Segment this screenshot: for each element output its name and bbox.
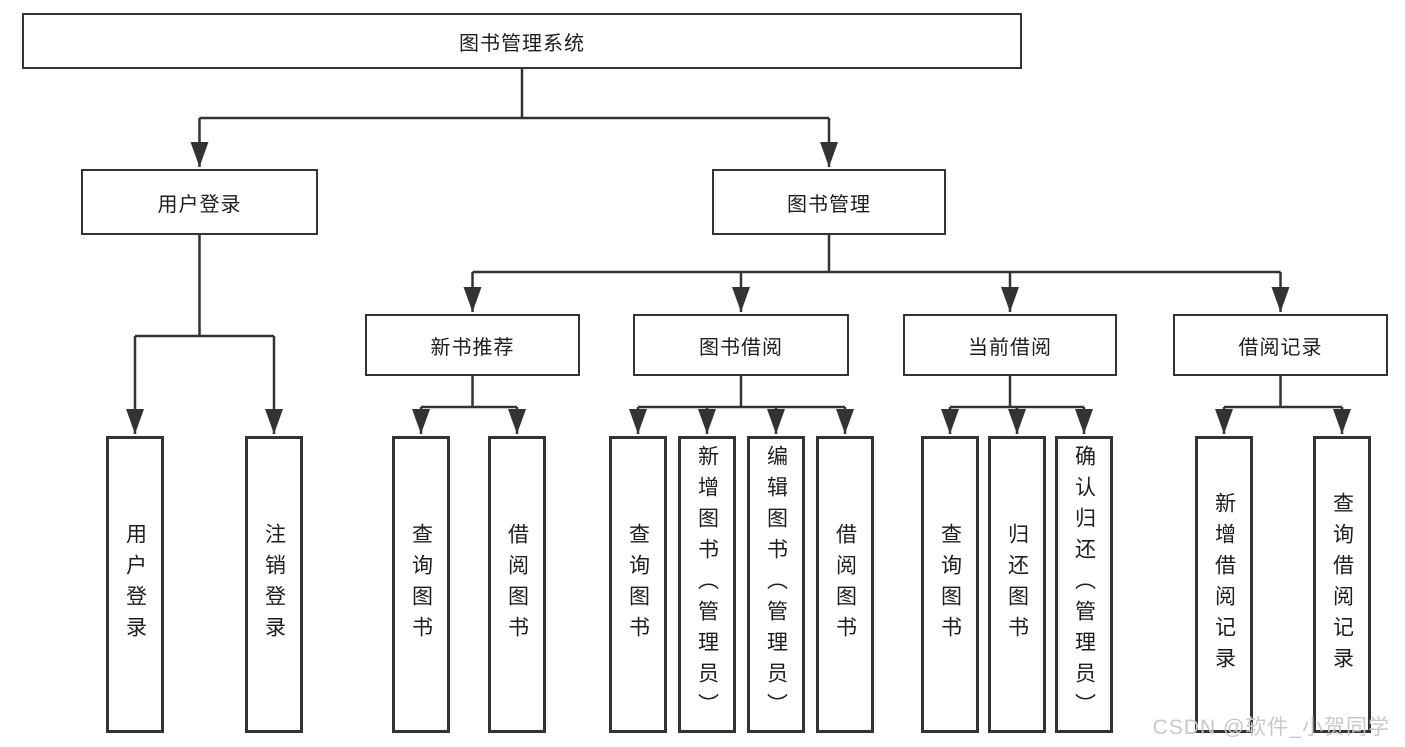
edges-root-to-level2 — [190, 69, 838, 167]
node-leaf-query-borrow-record: 查询借阅记录 — [1313, 436, 1371, 733]
node-leaf-add-borrow-record: 新增借阅记录 — [1195, 436, 1253, 733]
node-current-borrowing: 当前借阅 — [903, 314, 1117, 376]
node-leaf-query-books-label: 查询图书 — [409, 522, 433, 647]
node-leaf-query-books-under-borrowing: 查询图书 — [609, 436, 667, 733]
node-leaf-user-login: 用户登录 — [106, 436, 164, 733]
edges-user-login-children — [125, 235, 283, 434]
node-user-login: 用户登录 — [81, 169, 318, 235]
node-leaf-borrow-books-under-new-book: 借阅图书 — [488, 436, 546, 733]
node-leaf-add-borrow-record-label: 新增借阅记录 — [1212, 491, 1236, 678]
node-borrowing-records-label: 借阅记录 — [1238, 336, 1323, 359]
node-book-borrowing-label: 图书借阅 — [699, 336, 783, 359]
edges-book-borrowing-children — [628, 376, 854, 434]
node-new-book-recommend: 新书推荐 — [365, 314, 580, 376]
node-leaf-query-books-under-new-book: 查询图书 — [392, 436, 450, 733]
node-book-borrowing: 图书借阅 — [633, 314, 849, 376]
node-leaf-borrow-books-label: 借阅图书 — [505, 522, 529, 647]
node-book-management: 图书管理 — [712, 169, 946, 235]
node-leaf-edit-books-admin-label: 编辑图书（管理员） — [764, 445, 788, 724]
node-leaf-add-books-admin: 新增图书（管理员） — [678, 436, 736, 733]
node-leaf-borrow-books-label: 借阅图书 — [833, 522, 857, 647]
node-leaf-add-books-admin-label: 新增图书（管理员） — [695, 445, 719, 724]
node-book-management-label: 图书管理 — [787, 193, 871, 216]
node-leaf-logout: 注销登录 — [245, 436, 303, 733]
edges-current-borrowing-children — [940, 376, 1093, 434]
node-leaf-logout-label: 注销登录 — [262, 522, 286, 647]
node-leaf-query-books-label: 查询图书 — [938, 522, 962, 647]
node-root-system: 图书管理系统 — [22, 13, 1022, 69]
node-leaf-confirm-return-admin-label: 确认归还（管理员） — [1072, 445, 1096, 724]
node-leaf-return-books-label: 归还图书 — [1005, 522, 1029, 647]
edges-borrowing-records-children — [1214, 376, 1351, 434]
node-leaf-borrow-books-under-borrowing: 借阅图书 — [816, 436, 874, 733]
node-leaf-edit-books-admin: 编辑图书（管理员） — [747, 436, 805, 733]
node-new-book-recommend-label: 新书推荐 — [430, 336, 515, 359]
edges-book-management-children — [463, 235, 1290, 312]
edges-new-book-children — [411, 376, 526, 434]
node-user-login-label: 用户登录 — [157, 193, 242, 216]
node-leaf-return-books: 归还图书 — [988, 436, 1046, 733]
node-root-label: 图书管理系统 — [459, 32, 585, 55]
node-leaf-confirm-return-admin: 确认归还（管理员） — [1055, 436, 1113, 733]
csdn-watermark: CSDN @软件_小贺同学 — [1152, 716, 1390, 739]
node-leaf-user-login-label: 用户登录 — [123, 522, 147, 647]
node-current-borrowing-label: 当前借阅 — [968, 336, 1052, 359]
node-borrowing-records: 借阅记录 — [1173, 314, 1388, 376]
node-leaf-query-books-under-current: 查询图书 — [921, 436, 979, 733]
node-leaf-query-borrow-record-label: 查询借阅记录 — [1330, 491, 1354, 678]
node-leaf-query-books-label: 查询图书 — [626, 522, 650, 647]
